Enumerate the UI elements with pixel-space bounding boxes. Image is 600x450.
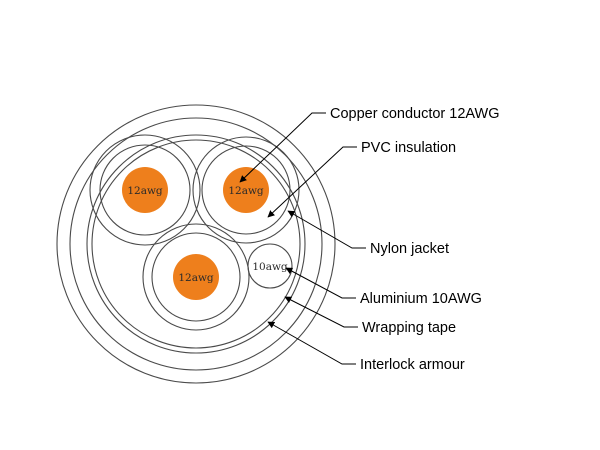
leader-copper-conductor [239,112,326,183]
core-top-right-conductor [223,167,269,213]
core-top-left-label: 12awg [127,185,163,197]
core-top-left-insulation [99,144,191,236]
leader-interlock-armour [267,321,356,365]
leader-wrapping-tape [284,296,358,328]
core-ground-circle [247,243,293,289]
leader-pvc-insulation [267,146,357,218]
wrapping-tape [86,134,306,354]
core-bottom-conductor [173,254,219,300]
nylon-jacket-outer [91,139,301,349]
leader-aluminium [285,267,356,299]
core-ground-label: 10awg [252,261,288,273]
core-bottom-jacket [142,223,250,331]
core-top-left-conductor [122,167,168,213]
interlock-armour-outer [56,104,336,384]
core-top-right: 12awg [192,136,300,244]
core-top-left: 12awg [89,134,201,246]
core-top-left-jacket [89,134,201,246]
callout-copper-conductor: Copper conductor 12AWG [330,106,500,122]
callout-interlock-armour: Interlock armour [360,357,465,373]
core-top-right-insulation [201,145,291,235]
callout-nylon-jacket: Nylon jacket [370,241,449,257]
core-top-right-label: 12awg [228,185,264,197]
core-bottom-label: 12awg [178,272,214,284]
core-top-right-jacket [192,136,300,244]
interlock-armour-inner [69,117,323,371]
callout-aluminium: Aluminium 10AWG [360,291,482,307]
core-bottom-insulation [151,232,241,322]
leader-nylon-jacket [287,210,366,249]
core-ground: 10awg [247,243,293,289]
callout-wrapping-tape: Wrapping tape [362,320,456,336]
callout-pvc-insulation: PVC insulation [361,140,456,156]
core-bottom: 12awg [142,223,250,331]
